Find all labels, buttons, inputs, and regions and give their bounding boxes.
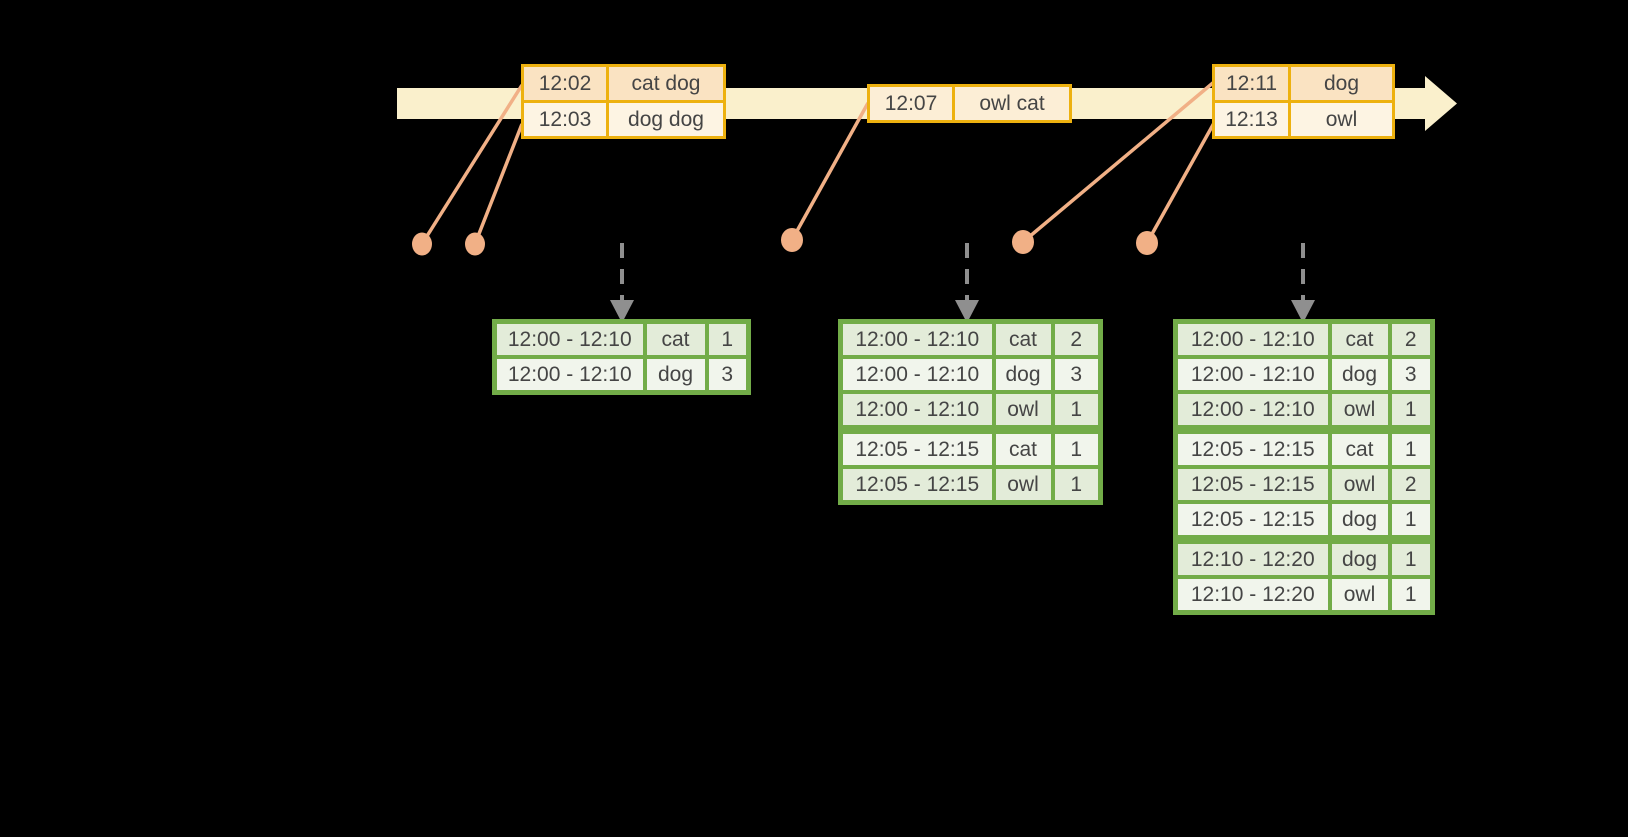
table-cell: 12:00 - 12:10 <box>492 319 647 359</box>
table-cell: 1 <box>1387 575 1435 615</box>
table-cell: 12:00 - 12:10 <box>838 390 996 432</box>
table-cell: owl <box>1327 390 1392 432</box>
trigger-arrowhead-icon <box>955 300 979 323</box>
table-cell: 2 <box>1050 319 1103 359</box>
table-cell: 12:05 - 12:15 <box>838 425 996 469</box>
event-time-dot <box>781 228 803 252</box>
table-cell: 12:00 - 12:10 <box>838 319 996 359</box>
table-cell: owl cat <box>952 84 1072 123</box>
table-cell: 12:00 - 12:10 <box>1173 390 1332 432</box>
table-cell: dog <box>1327 500 1392 542</box>
table-cell: owl <box>991 390 1055 432</box>
table-cell: dog <box>1327 535 1392 579</box>
table-cell: 1 <box>1050 425 1103 469</box>
event-time-dot <box>465 232 485 256</box>
table-cell: 12:00 - 12:10 <box>1173 355 1332 394</box>
table-cell: owl <box>1327 575 1392 615</box>
trigger-arrowhead-icon <box>1291 300 1315 323</box>
table-cell: 2 <box>1387 319 1435 359</box>
table-cell: dog <box>991 355 1055 394</box>
event-connector-line <box>420 84 524 245</box>
table-cell: cat dog <box>606 64 726 103</box>
table-cell: 12:10 - 12:20 <box>1173 575 1332 615</box>
table-cell: cat <box>991 425 1055 469</box>
table-cell: 1 <box>1387 425 1435 469</box>
table-cell: owl <box>1288 100 1395 139</box>
trigger-arrowhead-icon <box>610 300 634 323</box>
table-cell: 3 <box>1050 355 1103 394</box>
table-cell: 1 <box>1387 535 1435 579</box>
event-time-dot <box>412 232 432 256</box>
table-cell: 1 <box>1050 465 1103 505</box>
table-cell: 12:02 <box>521 64 609 103</box>
table-cell: 3 <box>704 355 751 395</box>
event-time-dots <box>412 228 1158 256</box>
table-cell: owl <box>1327 465 1392 504</box>
table-cell: 12:05 - 12:15 <box>1173 500 1332 542</box>
table-cell: 12:13 <box>1212 100 1291 139</box>
table-cell: cat <box>1327 319 1392 359</box>
table-cell: cat <box>1327 425 1392 469</box>
table-cell: 2 <box>1387 465 1435 504</box>
table-cell: 1 <box>1387 390 1435 432</box>
table-cell: 12:11 <box>1212 64 1291 103</box>
timeline-arrowhead-icon <box>1425 76 1457 131</box>
table-cell: cat <box>642 319 709 359</box>
table-cell: dog dog <box>606 100 726 139</box>
table-cell: owl <box>991 465 1055 505</box>
event-connector-lines <box>420 80 1216 245</box>
event-connector-line <box>473 123 524 245</box>
table-cell: 12:10 - 12:20 <box>1173 535 1332 579</box>
trigger-arrows <box>610 243 1315 323</box>
table-cell: 1 <box>1387 500 1435 542</box>
table-cell: 12:05 - 12:15 <box>838 465 996 505</box>
table-cell: 12:05 - 12:15 <box>1173 465 1332 504</box>
table-cell: 12:00 - 12:10 <box>1173 319 1332 359</box>
table-cell: dog <box>1288 64 1395 103</box>
table-cell: 12:00 - 12:10 <box>838 355 996 394</box>
table-cell: 3 <box>1387 355 1435 394</box>
event-connector-line <box>790 102 870 241</box>
table-cell: 12:05 - 12:15 <box>1173 425 1332 469</box>
table-cell: 1 <box>704 319 751 359</box>
event-time-dot <box>1136 231 1158 255</box>
event-connector-line <box>1145 122 1216 244</box>
table-cell: 12:00 - 12:10 <box>492 355 647 395</box>
event-connector-line <box>1021 80 1216 244</box>
event-time-dot <box>1012 230 1034 254</box>
table-cell: 1 <box>1050 390 1103 432</box>
table-cell: 12:07 <box>867 84 955 123</box>
table-cell: dog <box>1327 355 1392 394</box>
table-cell: dog <box>642 355 709 395</box>
table-cell: 12:03 <box>521 100 609 139</box>
table-cell: cat <box>991 319 1055 359</box>
